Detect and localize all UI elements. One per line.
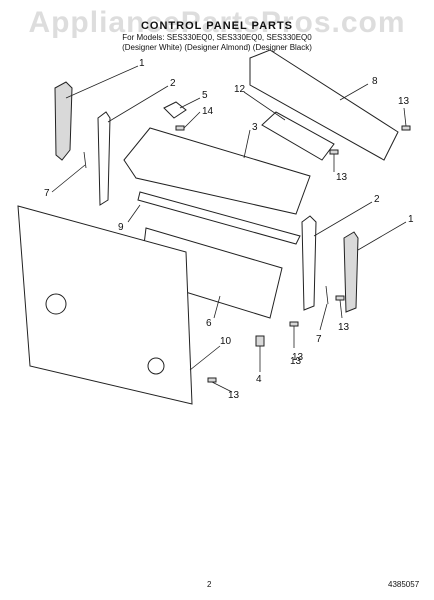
callout-13: 13: [338, 322, 350, 333]
screw-13-mid: [329, 149, 339, 155]
callout-13: 13: [228, 390, 240, 401]
side-bracket-right: [301, 215, 317, 311]
trim-strip: [137, 191, 301, 245]
callout-14: 14: [202, 106, 214, 117]
bracket-clip: [163, 101, 187, 119]
callout-6: 6: [206, 318, 212, 329]
screw-13-bottom: [207, 377, 217, 383]
callout-9: 9: [118, 222, 124, 233]
end-cap-right: [343, 231, 359, 313]
frame-hole-right: [147, 357, 165, 375]
callout-8: 8: [372, 76, 378, 87]
callout-5: 5: [202, 90, 208, 101]
callout-2: 2: [374, 194, 380, 205]
callout-2: 2: [170, 78, 176, 89]
callout-13: 13: [336, 172, 348, 183]
end-cap-left: [54, 81, 73, 161]
model-list: For Models: SES330EQ0, SES330EQ0, SES330…: [122, 33, 312, 42]
side-bracket-left: [97, 111, 111, 206]
callout-13: 13: [290, 356, 302, 367]
screw-right: [325, 285, 329, 305]
callout-7: 7: [316, 334, 322, 345]
screw-13-top: [401, 125, 411, 131]
screw-13-right: [335, 295, 345, 301]
page-title: CONTROL PANEL PARTS: [140, 20, 294, 32]
page-number: 2: [207, 580, 212, 589]
rear-bracket: [249, 49, 399, 161]
callout-13: 13: [292, 352, 304, 363]
callout-1: 1: [408, 214, 414, 225]
spacer-4: [255, 335, 265, 347]
color-variants: (Designer White) (Designer Almond) (Desi…: [122, 43, 312, 52]
callout-1: 1: [139, 58, 145, 69]
screw-13-lower: [289, 321, 299, 327]
callout-12: 12: [234, 84, 246, 95]
callout-7: 7: [44, 188, 50, 199]
callout-13: 13: [398, 96, 410, 107]
callout-3: 3: [252, 122, 258, 133]
front-frame: [17, 205, 193, 405]
screw-left: [83, 151, 87, 169]
screw-14: [175, 125, 185, 131]
callout-4: 4: [256, 374, 262, 385]
document-number: 4385057: [388, 580, 420, 589]
callout-10: 10: [220, 336, 232, 347]
control-console: [123, 127, 311, 215]
frame-hole-left: [45, 293, 67, 315]
control-panel-board: [261, 111, 335, 161]
